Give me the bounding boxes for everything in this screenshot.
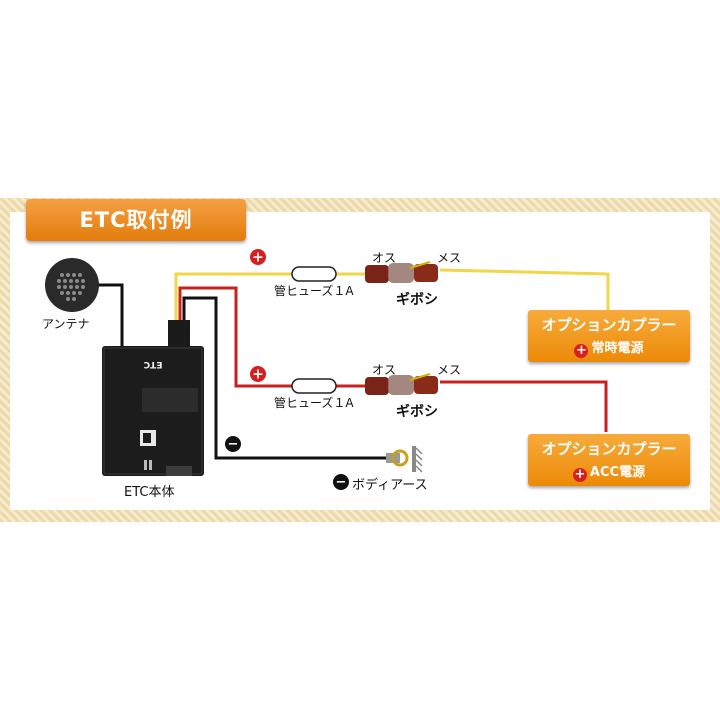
minus-icon-1: − [225, 436, 241, 452]
red-wire [178, 286, 365, 388]
minus-symbol: − [228, 437, 239, 452]
unit-label: ETC本体 [124, 485, 175, 500]
plus-symbol: + [252, 367, 264, 383]
coupler-2-power: ACC電源 [589, 465, 646, 480]
plus-icon-1: + [250, 249, 266, 266]
unit-face-text: ETC [143, 359, 162, 369]
minus-icon-2: − [333, 474, 349, 490]
female-label-2: メス [437, 363, 462, 377]
option-coupler-acc: オプションカプラー +ACC電源 [528, 434, 690, 486]
page-title: ETC取付例 [26, 199, 246, 241]
ground-label: ボディアース [352, 478, 428, 493]
fuse-icon-1 [291, 266, 337, 282]
fuse-label-2: 管ヒューズ１A [274, 396, 354, 410]
connector-label-1: ギボシ [396, 292, 438, 308]
etc-unit-icon [102, 320, 204, 476]
fuse-icon-2 [291, 378, 337, 394]
plus-symbol: + [252, 250, 264, 266]
coupler-1-power: 常時電源 [591, 341, 644, 356]
bullet-connector-icon-1 [365, 261, 438, 283]
ground-terminal-icon [386, 446, 423, 473]
coupler-1-name: オプションカプラー [541, 316, 677, 334]
male-label-1: オス [372, 251, 397, 265]
female-label-1: メス [437, 251, 462, 265]
antenna-icon [45, 258, 99, 312]
antenna-cable [96, 283, 124, 348]
fuse-label-1: 管ヒューズ１A [274, 284, 354, 298]
plus-icon-2: + [250, 366, 266, 383]
minus-symbol: − [336, 475, 347, 490]
male-label-2: オス [372, 363, 397, 377]
antenna-label: アンテナ [42, 317, 90, 331]
coupler-2-name: オプションカプラー [541, 440, 677, 458]
plus-icon: + [574, 343, 589, 358]
plus-icon: + [572, 467, 587, 482]
bullet-connector-icon-2 [365, 373, 438, 395]
red-wire-right [440, 380, 608, 432]
yellow-wire-right [439, 268, 610, 312]
connector-label-2: ギボシ [396, 404, 438, 420]
black-ground-wire [182, 296, 386, 460]
option-coupler-constant: オプションカプラー +常時電源 [528, 310, 690, 362]
